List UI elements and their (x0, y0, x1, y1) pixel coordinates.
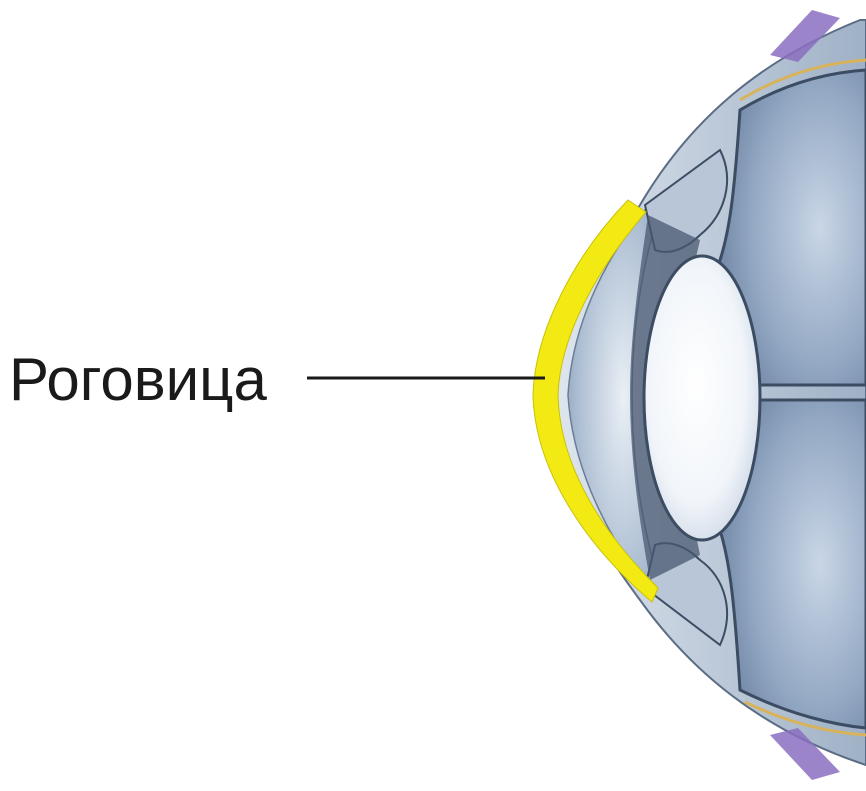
lens (644, 256, 760, 540)
cornea-label: Роговица (9, 346, 267, 413)
